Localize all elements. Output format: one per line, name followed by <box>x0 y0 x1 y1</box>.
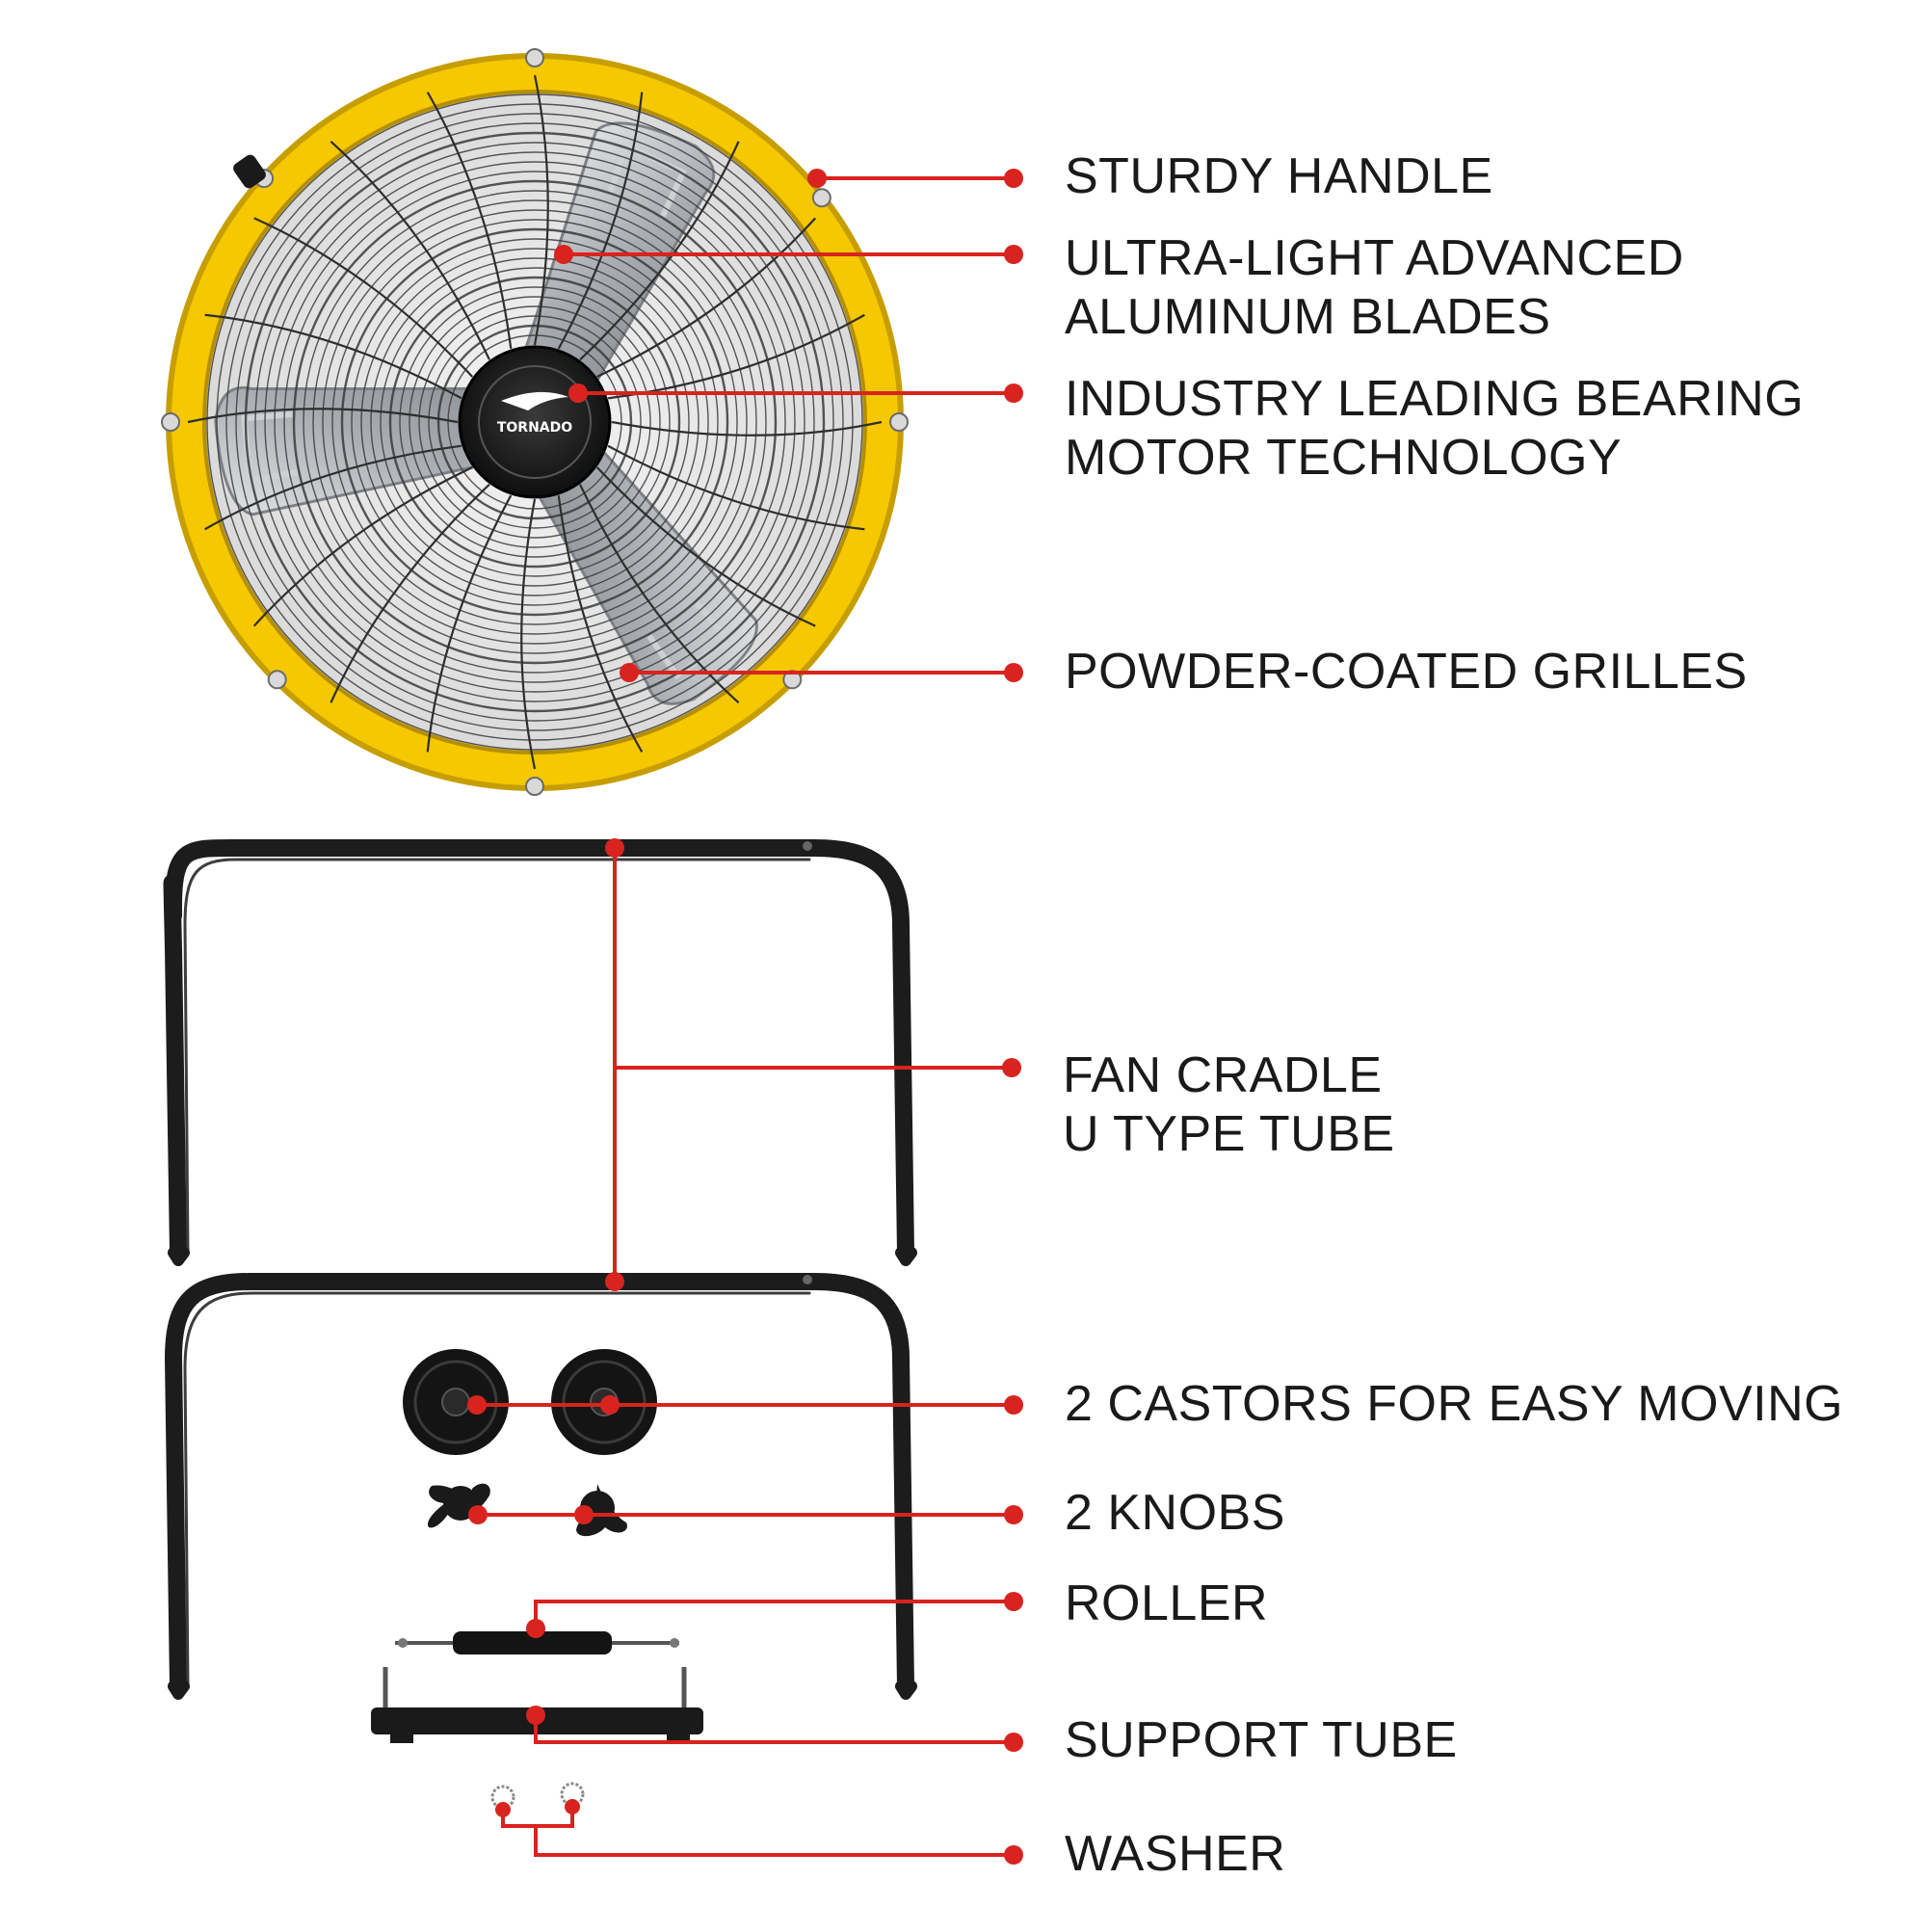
bolt-icon <box>889 412 909 432</box>
callout-line: 2 KNOBS <box>1065 1485 1285 1541</box>
callout-line: SUPPORT TUBE <box>1065 1712 1458 1768</box>
callout-bearing-motor: INDUSTRY LEADING BEARING MOTOR TECHNOLOG… <box>1065 370 1804 489</box>
callout-line: ULTRA-LIGHT ADVANCED <box>1065 230 1684 286</box>
leader-washer <box>501 1807 574 1828</box>
callout-support-tube: SUPPORT TUBE <box>1065 1711 1458 1770</box>
callout-line: 2 CASTORS FOR EASY MOVING <box>1065 1376 1844 1432</box>
housing-bolts <box>161 48 909 796</box>
callout-washer: WASHER <box>1065 1825 1285 1884</box>
leader-dots <box>467 169 1023 1865</box>
callout-line: FAN CRADLE <box>1063 1047 1383 1103</box>
callout-line: U TYPE TUBE <box>1063 1106 1395 1163</box>
bolt-icon <box>161 412 180 432</box>
callout-line: STURDY HANDLE <box>1065 148 1493 204</box>
fan-cradle-tubes <box>163 839 917 1700</box>
callout-line: MOTOR TECHNOLOGY <box>1065 430 1623 487</box>
cradle-tube-upper <box>163 839 914 1261</box>
drum-fan: TORNADO <box>161 48 909 796</box>
callout-powder-coated-grilles: POWDER-COATED GRILLES <box>1065 643 1748 701</box>
bolt-icon <box>525 48 544 67</box>
tornado-logo-swoosh-icon <box>501 391 568 410</box>
callout-aluminum-blades: ULTRA-LIGHT ADVANCED ALUMINUM BLADES <box>1065 229 1684 348</box>
callout-roller: ROLLER <box>1065 1575 1268 1633</box>
callout-knobs: 2 KNOBS <box>1065 1484 1285 1543</box>
bolt-icon <box>267 670 287 690</box>
roller <box>395 1631 679 1654</box>
callout-castors: 2 CASTORS FOR EASY MOVING <box>1065 1375 1843 1434</box>
leader-roller <box>534 1600 1014 1628</box>
powder-coated-grille <box>187 74 883 770</box>
callout-line: ROLLER <box>1065 1575 1269 1631</box>
tornado-logo-text: TORNADO <box>497 420 572 436</box>
bolt-icon <box>525 777 544 796</box>
callout-line: INDUSTRY LEADING BEARING <box>1065 371 1805 427</box>
castor-wheel-left <box>403 1349 509 1455</box>
callout-line: WASHER <box>1065 1826 1286 1882</box>
fan-switch-knob <box>233 154 266 189</box>
callout-fan-cradle: FAN CRADLE U TYPE TUBE <box>1063 1046 1395 1165</box>
cradle-tube-lower <box>165 1273 914 1695</box>
callout-line: POWDER-COATED GRILLES <box>1065 644 1748 700</box>
motor-hub: TORNADO <box>458 345 612 499</box>
callout-sturdy-handle: STURDY HANDLE <box>1065 147 1493 206</box>
callout-line: ALUMINUM BLADES <box>1065 289 1551 346</box>
bolt-icon <box>811 188 832 208</box>
